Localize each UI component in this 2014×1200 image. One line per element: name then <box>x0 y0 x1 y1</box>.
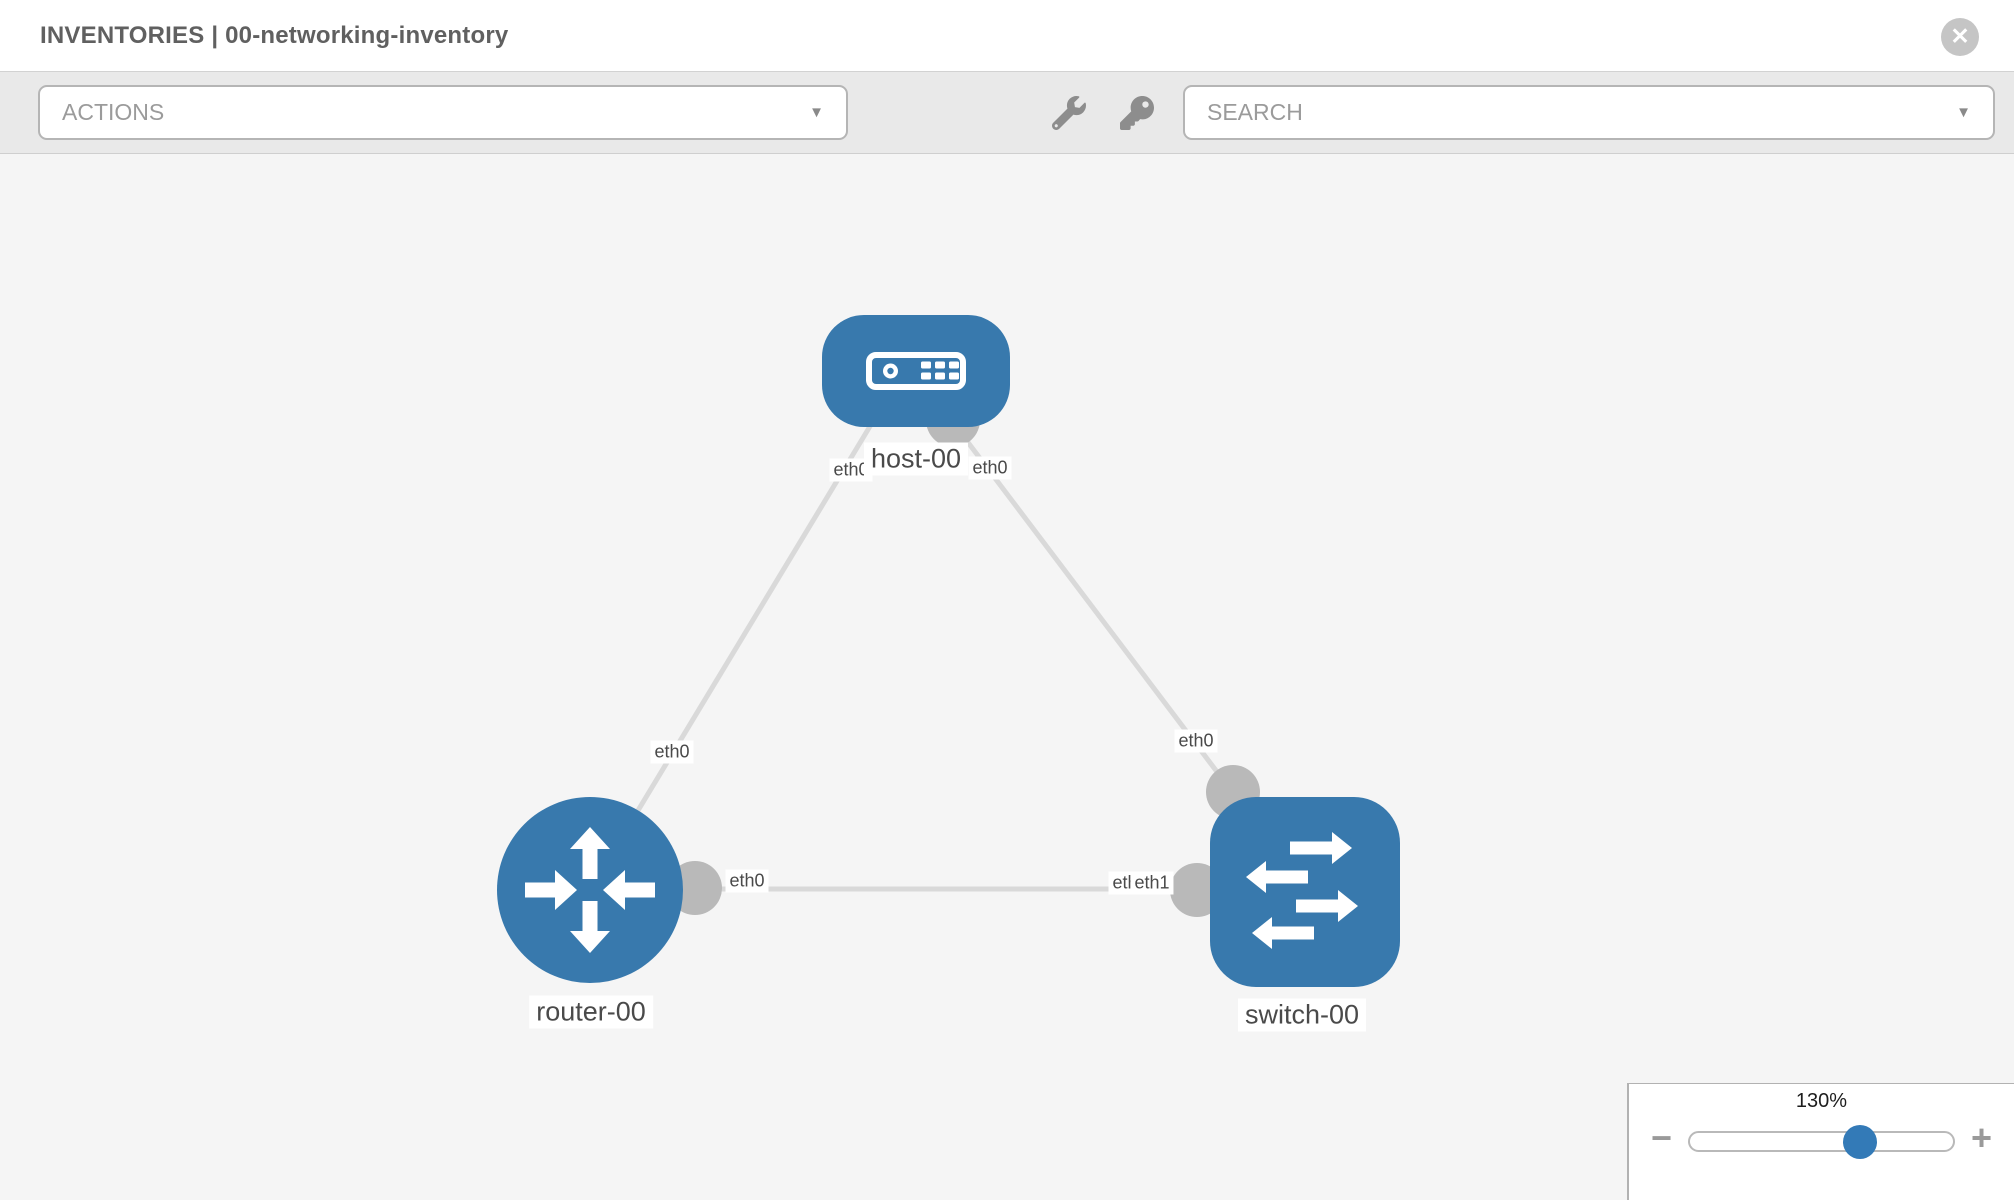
search-dropdown[interactable]: SEARCH ▼ <box>1183 85 1995 140</box>
chevron-down-icon: ▼ <box>1956 104 1971 121</box>
zoom-out-button[interactable]: − <box>1651 1117 1673 1158</box>
actions-dropdown[interactable]: ACTIONS ▼ <box>38 85 848 140</box>
header-bar: INVENTORIES | 00-networking-inventory ✕ <box>0 0 2014 71</box>
zoom-control-panel: 130% − + <box>1627 1083 2014 1200</box>
toolbar: ACTIONS ▼ SEARCH ▼ <box>0 71 2014 154</box>
chevron-down-icon: ▼ <box>809 104 824 121</box>
topology-canvas[interactable] <box>0 154 2014 1200</box>
close-button[interactable]: ✕ <box>1941 18 1979 56</box>
zoom-slider-track[interactable] <box>1688 1124 1955 1159</box>
node-host-00[interactable] <box>822 315 1010 427</box>
node-switch-00[interactable] <box>1210 797 1400 987</box>
key-icon[interactable] <box>1120 96 1154 130</box>
zoom-level-value: 130% <box>1795 1090 1848 1112</box>
switch-icon <box>1246 832 1358 949</box>
host-icon <box>866 352 966 390</box>
actions-dropdown-label: ACTIONS <box>62 99 165 125</box>
zoom-in-button[interactable]: + <box>1971 1117 1993 1158</box>
search-placeholder: SEARCH <box>1207 99 1303 125</box>
zoom-slider-thumb[interactable] <box>1843 1124 1878 1159</box>
wrench-icon[interactable] <box>1051 96 1086 131</box>
router-icon <box>525 827 655 953</box>
link-line <box>943 410 1235 795</box>
page-title: INVENTORIES | 00-networking-inventory <box>40 22 509 49</box>
close-icon: ✕ <box>1950 23 1970 49</box>
node-router-00[interactable] <box>497 797 683 983</box>
